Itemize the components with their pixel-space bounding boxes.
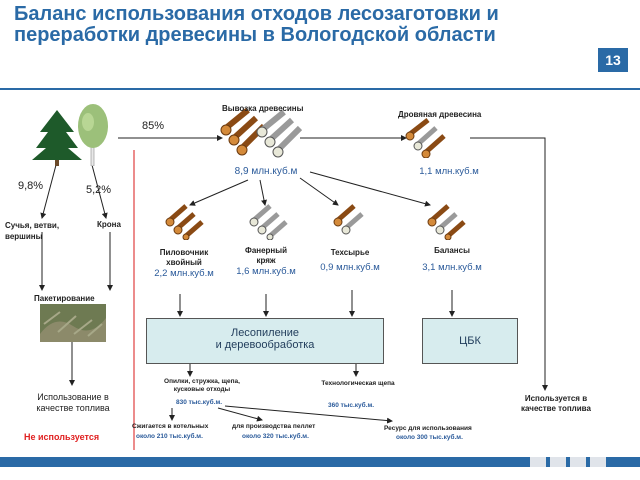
log-pile-icon [427, 204, 466, 240]
export-value: 8,9 млн.куб.м [234, 166, 298, 177]
log-pile-icon [405, 118, 446, 158]
firewood-label: Дровяная древесина [398, 110, 482, 119]
arrow-firewood-fuel [470, 137, 548, 391]
page-title: Баланс использования отходов лесозаготов… [14, 3, 499, 46]
title-divider [0, 88, 640, 90]
percent-85: 85% [142, 120, 165, 132]
log-pile-icon [333, 204, 364, 235]
arrow-tech [299, 177, 339, 206]
pulp-value: 3,1 млн.куб.м [422, 262, 482, 273]
right-fuel-label: Используется в качестве топлива [521, 394, 591, 413]
crown-label: Крона [97, 220, 121, 229]
chips-label: Технологическая щепа [321, 380, 395, 387]
sawmill-box: Лесопиление и деревообработка [146, 318, 384, 364]
birch-tree-icon [78, 104, 108, 166]
fuel-use-label: Использование в качестве топлива [36, 392, 110, 413]
sawmill-line2: и деревообработка [215, 339, 315, 351]
pulp-label: Балансы [434, 246, 470, 255]
arrow-veneer [259, 179, 267, 206]
not-used-label: Не используется [24, 432, 100, 442]
log-pile-icon [220, 108, 302, 158]
tech-value: 0,9 млн.куб.м [320, 262, 380, 273]
pellets-label: для производства пеллет [232, 423, 316, 430]
veneer-label: Фанерный кряж [244, 246, 288, 265]
arrow-crown [91, 164, 108, 219]
footer-block [550, 457, 566, 467]
page-number: 13 [598, 48, 628, 72]
arrow-pulp [309, 171, 431, 207]
pellets-value: около 320 тыс.куб.м. [242, 433, 309, 440]
sawmill-line1: Лесопиление [230, 327, 300, 339]
resource-value: около 300 тыс.куб.м. [396, 434, 463, 441]
log-pile-icon [165, 204, 204, 240]
footer-block [530, 457, 546, 467]
log-pile-gray [256, 109, 302, 158]
footer-bar [0, 457, 640, 467]
percent-conifer: 9,8% [18, 180, 44, 192]
sawlogs-value: 2,2 млн.куб.м [154, 268, 214, 279]
pulp-mill-box: ЦБК [422, 318, 518, 364]
packaging-label: Пакетирование [34, 294, 95, 303]
arrow-pellets [217, 407, 263, 422]
footer-block [570, 457, 586, 467]
residues-value: 830 тыс.куб.м. [176, 399, 223, 406]
chips-value: 360 тыс.куб.м. [328, 402, 375, 409]
log-pile-icon [249, 204, 288, 240]
branches-label: Сучья, ветви, вершины [5, 221, 60, 241]
tech-label: Техсырье [330, 248, 370, 257]
footer-block [590, 457, 606, 467]
export-label: Вывозка древесины [222, 104, 304, 113]
arrow-resource [224, 405, 393, 424]
veneer-value: 1,6 млн.куб.м [236, 266, 296, 277]
sawlogs-label: Пиловочник хвойный [159, 248, 209, 267]
resource-label: Ресурс для использования [384, 425, 472, 432]
firewood-value: 1,1 млн.куб.м [419, 166, 479, 177]
boilers-label: Сжигается в котельных [132, 423, 209, 430]
boilers-value: около 210 тыс.куб.м. [136, 433, 203, 440]
wood-pile-photo [40, 304, 106, 342]
arrow-sawlogs [189, 179, 249, 206]
percent-crown: 5,2% [86, 184, 112, 196]
arrow-branches [40, 164, 57, 219]
residues-label: Опилки, стружка, щепа, кусковые отходы [164, 378, 240, 393]
conifer-tree-icon [32, 110, 82, 166]
